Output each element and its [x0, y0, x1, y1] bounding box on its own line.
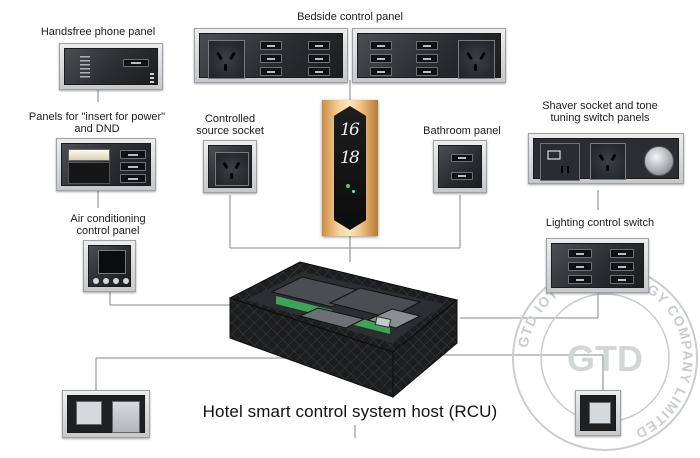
universal-socket-icon: [215, 152, 249, 186]
shaver-icon: [547, 150, 561, 160]
lighting-key-1[interactable]: [568, 249, 592, 258]
doorplate-digit-1: 1: [340, 120, 351, 140]
lighting-control-panel: [546, 238, 649, 293]
air-conditioning-panel: [83, 240, 136, 292]
bedside-key-8[interactable]: [370, 54, 392, 63]
watermark-logo: GTD: [567, 338, 643, 379]
rcu-host-box: [228, 261, 459, 399]
bedside-key-2[interactable]: [260, 54, 282, 63]
bottom-keypad[interactable]: [112, 401, 140, 433]
insert-power-label: Panels for "insert for power" and DND: [22, 111, 172, 135]
shaver-socket: [540, 143, 580, 181]
doorbell-led-icon: [346, 184, 350, 188]
shaver-tone-panels: [528, 133, 684, 184]
bedside-panel-right: [352, 28, 506, 83]
controlled-socket-label-line2: source socket: [196, 125, 264, 137]
bathroom-key-1[interactable]: [451, 154, 473, 162]
doorbell-led-icon: [352, 190, 355, 193]
bottom-switch-1[interactable]: [76, 401, 102, 425]
bedside-panel-left: [194, 28, 348, 83]
handsfree-call-key[interactable]: [123, 59, 149, 67]
universal-socket-icon: [208, 40, 245, 79]
aircon-label-line1: Air conditioning: [70, 213, 146, 225]
bottom-switch-2[interactable]: [589, 402, 611, 424]
shaver-label-line2: tuning switch panels: [550, 112, 650, 124]
aircon-label: Air conditioning control panel: [48, 213, 168, 237]
ac-button-4[interactable]: [123, 278, 129, 284]
handsfree-label: Handsfree phone panel: [40, 26, 156, 38]
bedside-key-5[interactable]: [308, 54, 330, 63]
bedside-key-9[interactable]: [370, 67, 392, 76]
room-number-doorplate: 1 6 1 8: [322, 100, 378, 236]
bathroom-panel: [433, 140, 487, 193]
doorplate-digit-2: 6: [349, 120, 360, 140]
service-key[interactable]: [120, 174, 146, 183]
lighting-key-3[interactable]: [568, 275, 592, 284]
controlled-source-socket-panel: [203, 140, 257, 193]
handsfree-phone-panel: [59, 43, 163, 90]
universal-socket-icon: [590, 143, 626, 180]
card-slot: [68, 149, 110, 161]
diagram-caption: Hotel smart control system host (RCU): [202, 402, 498, 421]
insert-power-label-line2: and DND: [74, 123, 120, 135]
ac-button-3[interactable]: [113, 278, 119, 284]
lighting-key-4[interactable]: [610, 249, 634, 258]
bathroom-key-2[interactable]: [451, 172, 473, 180]
bedside-key-6[interactable]: [308, 67, 330, 76]
speaker-grille-icon: [80, 56, 90, 78]
ac-button-1[interactable]: [93, 278, 99, 284]
shaver-label-line1: Shaver socket and tone: [542, 100, 658, 112]
bedside-key-11[interactable]: [416, 54, 438, 63]
card-slot-shelf: [68, 162, 110, 184]
lighting-key-2[interactable]: [568, 262, 592, 271]
shaver-label: Shaver socket and tone tuning switch pan…: [530, 100, 670, 124]
dnd-key[interactable]: [120, 150, 146, 159]
tone-tuning-knob[interactable]: [644, 146, 674, 176]
controlled-socket-label-line1: Controlled: [204, 113, 256, 125]
lighting-label: Lighting control switch: [545, 217, 655, 229]
aircon-label-line2: control panel: [76, 225, 140, 237]
bedside-key-12[interactable]: [416, 67, 438, 76]
bottom-left-panels: [62, 390, 150, 438]
lighting-key-5[interactable]: [610, 262, 634, 271]
insert-power-dnd-panel: [56, 138, 156, 191]
rcu-system-diagram: GTD IOT TECHNOLOGY COMPANY LIMITED GTD H…: [22, 11, 698, 451]
bathroom-label: Bathroom panel: [423, 125, 501, 137]
ac-button-2[interactable]: [103, 278, 109, 284]
bedside-key-4[interactable]: [308, 41, 330, 50]
bedside-key-3[interactable]: [260, 67, 282, 76]
bedside-label: Bedside control panel: [297, 11, 403, 23]
connector-lines: [95, 80, 604, 438]
doorplate-digit-3: 1: [340, 148, 351, 168]
bedside-key-1[interactable]: [260, 41, 282, 50]
insert-power-label-line1: Panels for "insert for power": [28, 111, 166, 123]
controlled-socket-label: Controlled source socket: [180, 113, 280, 137]
doorplate-digit-4: 8: [349, 148, 360, 168]
universal-socket-icon: [458, 40, 495, 79]
bottom-right-panel: [575, 390, 621, 436]
doorplate-face: 1 6 1 8: [334, 106, 366, 230]
bedside-key-10[interactable]: [416, 41, 438, 50]
bedside-key-7[interactable]: [370, 41, 392, 50]
ac-display-screen: [98, 250, 126, 274]
lighting-key-6[interactable]: [610, 275, 634, 284]
make-up-room-key[interactable]: [120, 162, 146, 171]
indicator-leds-icon: [150, 73, 154, 85]
